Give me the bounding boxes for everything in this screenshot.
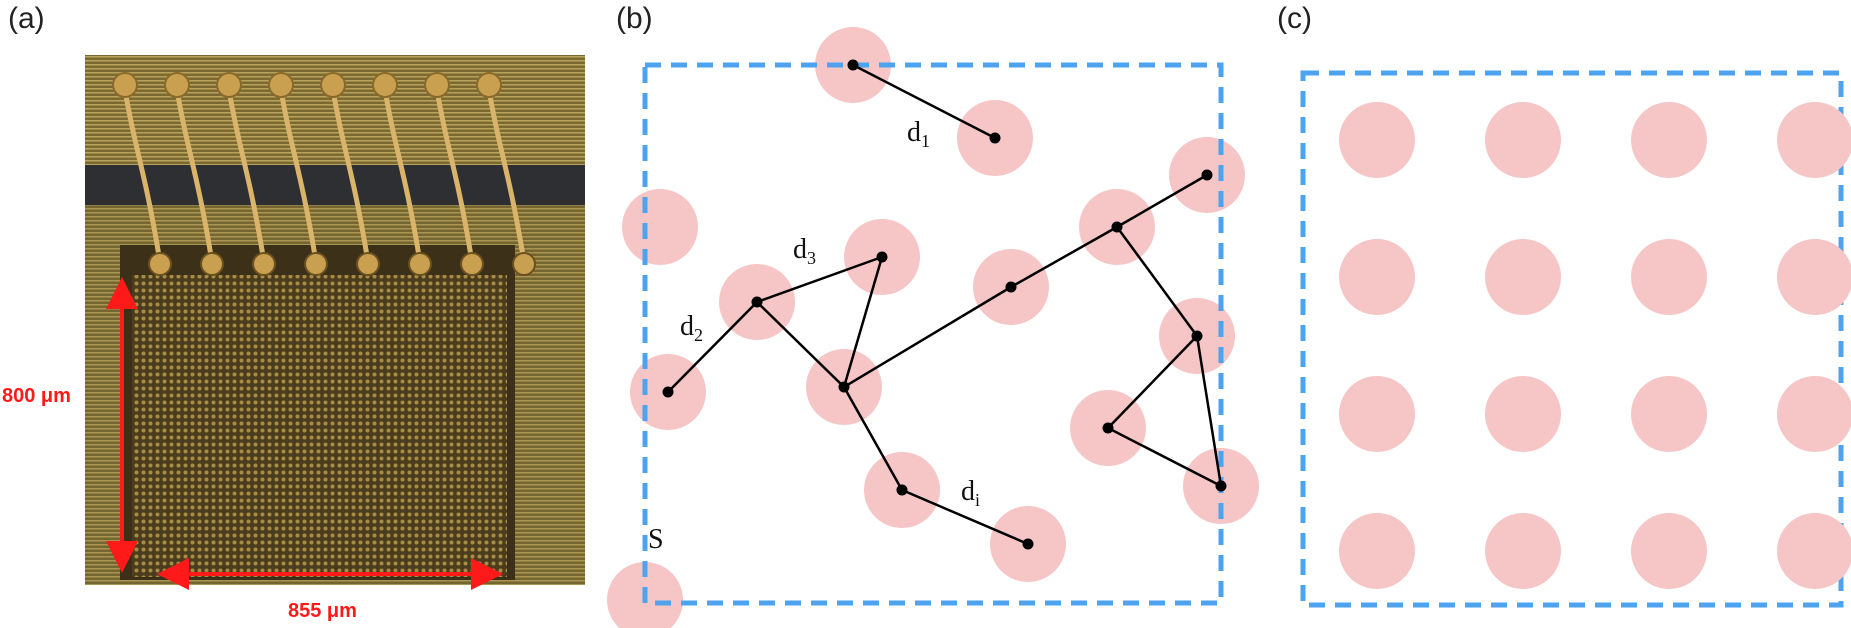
network-edge xyxy=(842,386,904,491)
network-edge xyxy=(1115,226,1199,337)
top-bond-pad xyxy=(476,72,502,98)
grid-coverage-disks xyxy=(1339,102,1851,589)
sensor-nodes xyxy=(662,59,1227,550)
grid-coverage-disk xyxy=(1777,513,1851,589)
wire-bonds xyxy=(112,72,536,276)
sensor-node xyxy=(876,251,888,263)
grid-coverage-disk xyxy=(1339,513,1415,589)
node-coverage-disks xyxy=(607,27,1259,628)
grid-coverage-disk xyxy=(1339,239,1415,315)
wire-bond xyxy=(174,89,215,263)
sensor-node xyxy=(1022,538,1034,550)
network-edge xyxy=(667,301,758,393)
distance-label-d2: d2 xyxy=(680,311,703,345)
network-edge xyxy=(1116,173,1208,229)
sensor-node xyxy=(1111,221,1123,233)
chip-photo: 800 μm 855 μm xyxy=(2,55,585,622)
grid-coverage-disk xyxy=(1631,102,1707,178)
grid-coverage-disk xyxy=(1485,376,1561,452)
height-label: 800 μm xyxy=(2,385,71,407)
network-edge xyxy=(852,63,996,140)
panel-label-b: (b) xyxy=(616,2,653,35)
network-edge xyxy=(756,255,883,304)
top-bond-pad xyxy=(164,72,190,98)
dark-gap xyxy=(85,165,585,205)
grid-coverage-disk xyxy=(1631,376,1707,452)
grid-coverage-disk xyxy=(1631,513,1707,589)
sensor-node xyxy=(1201,169,1213,181)
network-edge xyxy=(842,256,884,388)
wire-bond xyxy=(382,89,423,263)
sensor-node xyxy=(1191,330,1203,342)
sensor-node xyxy=(1102,422,1114,434)
wire-bond xyxy=(486,89,527,263)
top-bond-pad xyxy=(112,72,138,98)
top-bond-pad xyxy=(372,72,398,98)
sensor-node xyxy=(838,381,850,393)
network-edge xyxy=(1195,335,1223,487)
network-edge xyxy=(843,285,1012,389)
sensor-node xyxy=(896,484,908,496)
grid-coverage-disk xyxy=(1631,239,1707,315)
bottom-bond-pad xyxy=(356,252,380,276)
bottom-bond-pad xyxy=(148,252,172,276)
grid-coverage-disk xyxy=(1485,102,1561,178)
network-edge xyxy=(756,301,845,388)
grid-coverage-disk xyxy=(1777,239,1851,315)
network-edge xyxy=(1010,225,1118,289)
top-bond-pad xyxy=(424,72,450,98)
panel-label-a: (a) xyxy=(8,2,45,35)
sensor-node xyxy=(662,386,674,398)
wire-bond xyxy=(330,89,371,263)
bottom-bond-pad xyxy=(512,252,536,276)
random-network-panel: d1 d2 d3 di S xyxy=(607,27,1259,628)
grid-network-panel xyxy=(1300,70,1851,608)
sensor-node xyxy=(1005,281,1017,293)
grid-coverage-disk xyxy=(1777,376,1851,452)
sensor-node xyxy=(847,59,859,71)
top-bond-pad xyxy=(216,72,242,98)
wire-bond xyxy=(226,89,267,263)
bottom-bond-pad xyxy=(304,252,328,276)
grid-coverage-disk xyxy=(1339,376,1415,452)
width-label: 855 μm xyxy=(288,600,357,622)
coverage-disk xyxy=(622,189,698,265)
wire-bond xyxy=(122,89,163,263)
grid-coverage-disk xyxy=(1485,513,1561,589)
grid-coverage-disk xyxy=(1777,102,1851,178)
sensor-node xyxy=(751,296,763,308)
bottom-bond-pad xyxy=(200,252,224,276)
network-edge xyxy=(901,488,1029,546)
grid-coverage-disk xyxy=(1485,239,1561,315)
pixel-array xyxy=(132,275,507,577)
wire-bond xyxy=(278,89,319,263)
grid-coverage-disk xyxy=(1339,102,1415,178)
deployment-boundary xyxy=(642,62,1224,606)
network-edge xyxy=(1107,335,1198,429)
distance-label-di: di xyxy=(961,476,980,510)
distance-label-d1: d1 xyxy=(907,117,930,151)
source-label: S xyxy=(648,524,664,555)
distance-label-d3: d3 xyxy=(793,234,816,268)
panel-label-c: (c) xyxy=(1277,2,1312,35)
wire-bond xyxy=(434,89,475,263)
sensor-node xyxy=(989,132,1001,144)
bottom-bond-pad xyxy=(460,252,484,276)
bottom-bond-pad xyxy=(252,252,276,276)
top-bond-pad xyxy=(320,72,346,98)
bottom-bond-pad xyxy=(408,252,432,276)
network-edges xyxy=(667,63,1223,546)
sensor-node xyxy=(1215,480,1227,492)
network-edge xyxy=(1107,426,1222,488)
top-bond-pad xyxy=(268,72,294,98)
grid-boundary xyxy=(1300,70,1844,608)
